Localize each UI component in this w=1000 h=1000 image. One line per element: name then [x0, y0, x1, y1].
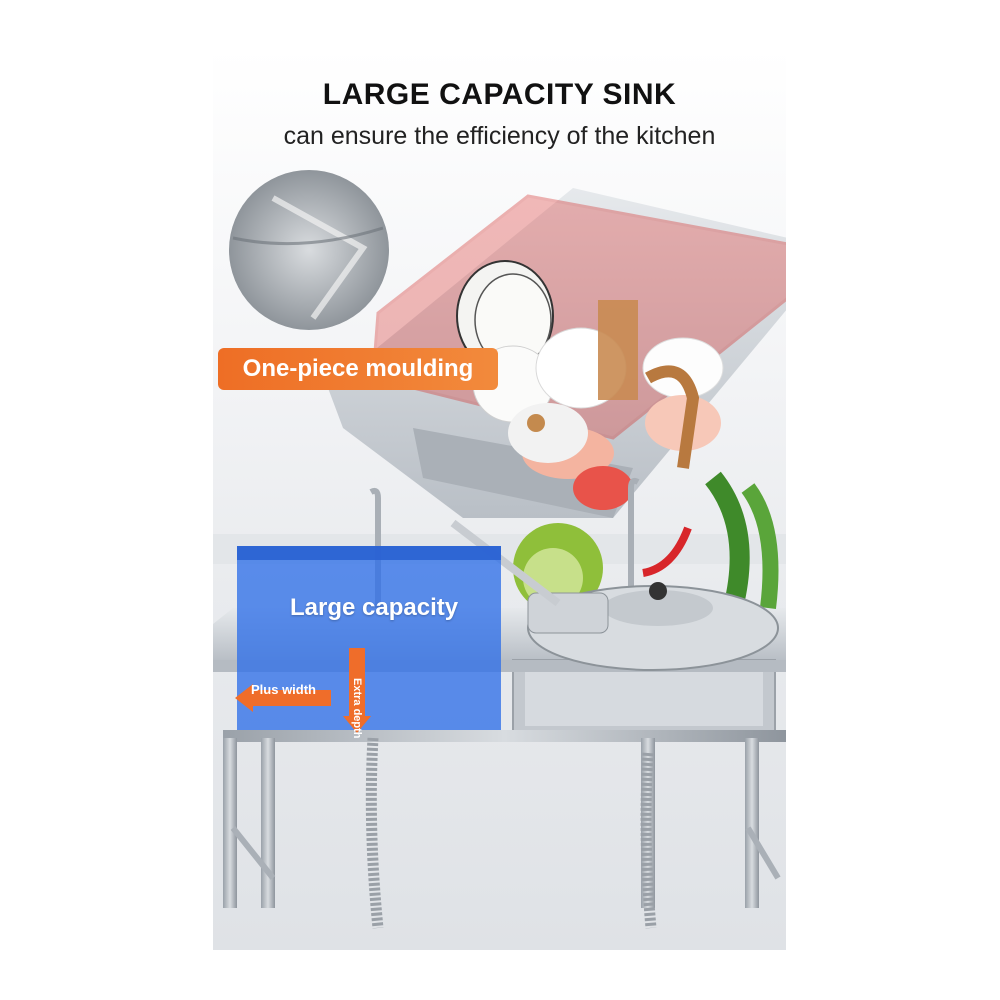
- plus-width-arrow: [235, 684, 331, 712]
- subheadline: can ensure the efficiency of the kitchen: [283, 122, 716, 150]
- extra-depth-arrow: [343, 648, 371, 733]
- headline: LARGE CAPACITY SINK: [322, 78, 677, 111]
- moulding-label: One-piece moulding: [242, 355, 474, 382]
- large-capacity-label: Large capacity: [290, 594, 459, 621]
- plus-width-label: Plus width: [251, 682, 316, 697]
- extra-depth-label: Extra depth: [351, 678, 363, 739]
- stacked-dishes: [456, 260, 724, 510]
- vegetables-and-pots: [450, 471, 779, 671]
- corner-detail-zoom: [229, 170, 389, 330]
- product-panel: LARGE CAPACITY SINK can ensure the effic…: [213, 48, 786, 950]
- one-piece-moulding-badge: One-piece moulding: [218, 348, 498, 390]
- sink-illustration: [213, 170, 786, 929]
